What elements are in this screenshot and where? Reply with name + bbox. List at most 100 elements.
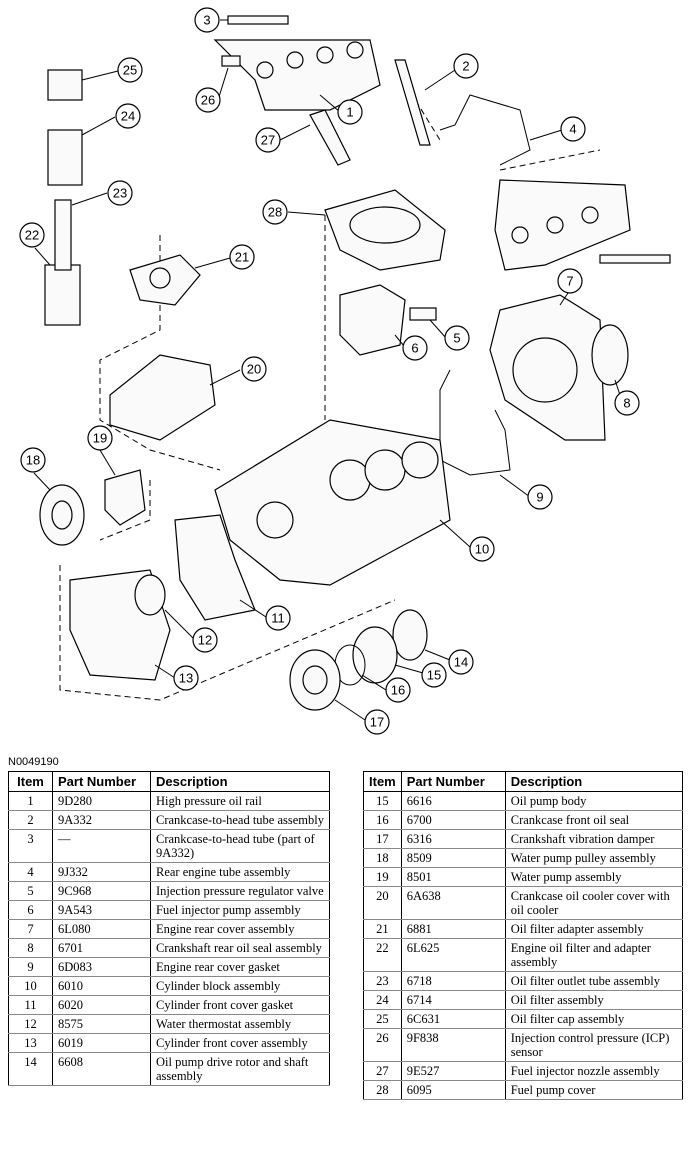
- header-description: Description: [150, 771, 330, 792]
- callout-label: 22: [25, 228, 39, 243]
- callout-24: 24: [115, 103, 141, 129]
- callout-27: 27: [255, 127, 281, 153]
- callout-label: 3: [203, 13, 210, 28]
- cell-description: Injection pressure regulator valve: [150, 881, 330, 901]
- callout-21: 21: [229, 244, 255, 270]
- cell-item: 21: [363, 919, 402, 939]
- callout-label: 25: [123, 63, 137, 78]
- cell-item: 18: [363, 848, 402, 868]
- cell-part-number: 9F838: [400, 1028, 506, 1062]
- cell-description: Fuel pump cover: [504, 1080, 684, 1100]
- callout-19: 19: [87, 425, 113, 451]
- cell-description: Fuel injector nozzle assembly: [504, 1061, 684, 1081]
- cell-item: 1: [8, 791, 53, 811]
- callout-label: 17: [370, 715, 384, 730]
- oil-pump-body: [352, 626, 398, 684]
- callout-label: 24: [121, 109, 135, 124]
- callout-label: 9: [536, 490, 543, 505]
- header-part-number: Part Number: [52, 771, 151, 792]
- header-item: Item: [363, 771, 402, 792]
- cell-item: 5: [8, 881, 53, 901]
- cell-part-number: 6714: [400, 990, 506, 1010]
- cell-description: Fuel injector pump assembly: [150, 900, 330, 920]
- cell-description: Cylinder block assembly: [150, 976, 330, 996]
- callout-6: 6: [402, 335, 428, 361]
- callout-22: 22: [19, 222, 45, 248]
- cell-part-number: 6700: [400, 810, 506, 830]
- crankcase-oil-cooler-cover: [109, 354, 216, 441]
- callout-label: 21: [235, 250, 249, 265]
- water-pump: [104, 469, 146, 526]
- cell-part-number: 9D280: [52, 791, 151, 811]
- callout-label: 28: [268, 205, 282, 220]
- cell-item: 23: [363, 971, 402, 991]
- oil-pump-drive-rotor: [392, 609, 428, 661]
- callout-7: 7: [557, 268, 583, 294]
- cell-item: 8: [8, 938, 53, 958]
- cell-item: 7: [8, 919, 53, 939]
- cell-description: Engine rear cover assembly: [150, 919, 330, 939]
- callout-label: 27: [261, 133, 275, 148]
- cell-description: Oil filter adapter assembly: [504, 919, 684, 939]
- callout-26: 26: [195, 87, 221, 113]
- cell-part-number: 6095: [400, 1080, 506, 1100]
- callout-label: 15: [427, 668, 441, 683]
- cell-description: Water thermostat assembly: [150, 1014, 330, 1034]
- cell-description: Crankcase front oil seal: [504, 810, 684, 830]
- high-pressure-oil-rail: [213, 15, 381, 111]
- callout-28: 28: [262, 199, 288, 225]
- callout-11: 11: [265, 605, 291, 631]
- callout-label: 20: [247, 362, 261, 377]
- cell-description: Engine oil filter and adapter assembly: [504, 938, 684, 972]
- callout-label: 23: [113, 186, 127, 201]
- callout-1: 1: [337, 99, 363, 125]
- cell-item: 19: [363, 867, 402, 887]
- callout-label: 12: [198, 633, 212, 648]
- cell-item: 26: [363, 1028, 402, 1062]
- cell-part-number: 6019: [52, 1033, 151, 1053]
- header-description: Description: [504, 771, 684, 792]
- callout-leaders: [33, 19, 621, 721]
- engine-oil-filter-adapter: [44, 264, 81, 326]
- callout-12: 12: [192, 627, 218, 653]
- callout-label: 4: [569, 122, 576, 137]
- fuel-injector-pump: [339, 284, 406, 356]
- cell-item: 4: [8, 862, 53, 882]
- cell-part-number: 6D083: [52, 957, 151, 977]
- cell-description: Crankcase-to-head tube (part of 9A332): [150, 829, 330, 863]
- callout-10: 10: [469, 536, 495, 562]
- cell-part-number: 9J332: [52, 862, 151, 882]
- cell-item: 14: [8, 1052, 53, 1086]
- cell-item: 6: [8, 900, 53, 920]
- cell-part-number: 6L080: [52, 919, 151, 939]
- pressure-regulator-valve: [409, 307, 437, 321]
- cell-item: 16: [363, 810, 402, 830]
- cell-description: Cylinder front cover gasket: [150, 995, 330, 1015]
- cell-part-number: 6881: [400, 919, 506, 939]
- callout-label: 10: [475, 542, 489, 557]
- callout-label: 19: [93, 431, 107, 446]
- callout-25: 25: [117, 57, 143, 83]
- cylinder-block: [214, 419, 451, 586]
- cell-description: Oil filter outlet tube assembly: [504, 971, 684, 991]
- callout-17: 17: [364, 709, 390, 735]
- cell-item: 3: [8, 829, 53, 863]
- callout-label: 8: [623, 396, 630, 411]
